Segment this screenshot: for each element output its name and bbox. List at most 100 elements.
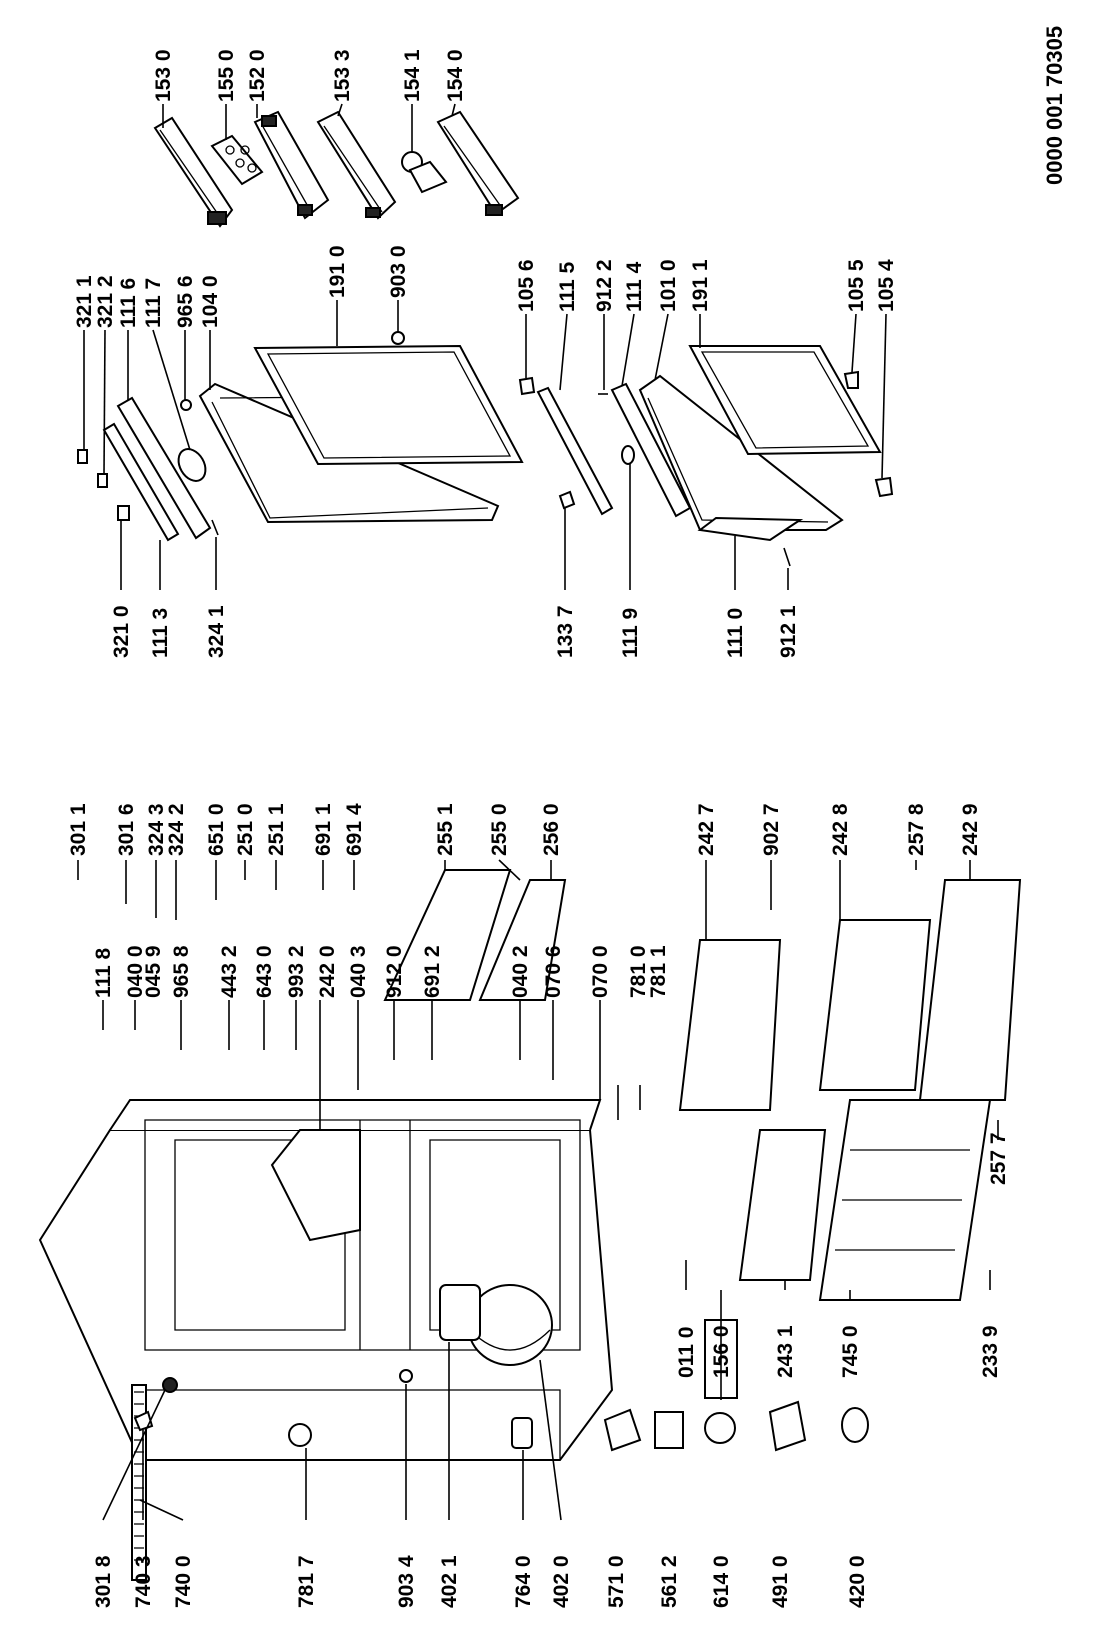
label-4200: 420 0 bbox=[846, 1555, 869, 1608]
hinge-1056 bbox=[518, 376, 536, 396]
label-7810: 781 0 bbox=[627, 945, 650, 998]
compressor-cover-4021 bbox=[439, 1284, 481, 1341]
door-shelf-1533 bbox=[316, 110, 397, 220]
label-6912: 691 2 bbox=[421, 945, 444, 998]
label-9656: 965 6 bbox=[174, 275, 197, 328]
label-3011: 301 1 bbox=[67, 803, 90, 856]
label-1110: 111 0 bbox=[724, 608, 747, 658]
label-2511: 251 1 bbox=[265, 803, 288, 856]
label-7450: 745 0 bbox=[839, 1325, 862, 1378]
door-shelf-1540 bbox=[436, 110, 520, 216]
crisper-2427 bbox=[678, 939, 782, 1111]
label-9122: 912 2 bbox=[593, 259, 616, 312]
label-1055: 105 5 bbox=[845, 259, 868, 312]
label-1114: 111 4 bbox=[623, 261, 646, 312]
label-6914: 691 4 bbox=[343, 803, 366, 856]
label-1118: 111 8 bbox=[92, 947, 115, 998]
part-6140 bbox=[704, 1412, 736, 1444]
hinge-cap-3210 bbox=[117, 505, 130, 521]
door-trim-1116 bbox=[116, 396, 212, 540]
label-0402: 040 2 bbox=[509, 945, 532, 998]
label-1054: 105 4 bbox=[875, 259, 898, 312]
egg-tray-1550 bbox=[210, 134, 264, 186]
label-6430: 643 0 bbox=[253, 945, 276, 998]
label-3016: 301 6 bbox=[115, 803, 138, 856]
label-3242: 324 2 bbox=[165, 803, 188, 856]
label-4020: 402 0 bbox=[550, 1555, 573, 1608]
label-4910: 491 0 bbox=[769, 1555, 792, 1608]
label-1117: 111 7 bbox=[142, 278, 165, 328]
label-9121: 912 1 bbox=[777, 605, 800, 658]
screw-9121 bbox=[783, 547, 791, 567]
label-6911: 691 1 bbox=[312, 803, 335, 856]
label-2550: 255 0 bbox=[488, 803, 511, 856]
label-9932: 993 2 bbox=[285, 945, 308, 998]
hinge-cap-3212 bbox=[97, 473, 108, 488]
crisper-cover-2431 bbox=[738, 1129, 827, 1281]
label-9034: 903 4 bbox=[395, 1555, 418, 1608]
label-4432: 443 2 bbox=[218, 945, 241, 998]
part-5612 bbox=[654, 1411, 684, 1449]
part-labels: 153 0 155 0 152 0 153 3 154 1 154 0 321 … bbox=[67, 49, 1010, 1608]
label-6510: 651 0 bbox=[205, 803, 228, 856]
label-0400: 040 0 bbox=[124, 945, 147, 998]
label-1560: 156 0 bbox=[710, 1325, 733, 1378]
part-4200 bbox=[841, 1407, 869, 1443]
label-1541: 154 1 bbox=[401, 49, 424, 102]
label-4021: 402 1 bbox=[438, 1555, 461, 1608]
label-2431: 243 1 bbox=[774, 1325, 797, 1378]
badge-1119 bbox=[621, 445, 635, 465]
label-2578: 257 8 bbox=[905, 803, 928, 856]
screw-9034 bbox=[399, 1369, 413, 1383]
label-1540: 154 0 bbox=[444, 49, 467, 102]
label-0459: 045 9 bbox=[142, 945, 165, 998]
gasket-1911 bbox=[688, 345, 882, 456]
label-7403: 740 3 bbox=[132, 1555, 155, 1608]
door-trim-1110 bbox=[697, 516, 804, 542]
label-9030: 903 0 bbox=[387, 245, 410, 298]
part-4910 bbox=[768, 1400, 807, 1452]
leader-lines bbox=[77, 103, 999, 1521]
drawings bbox=[38, 110, 1022, 1581]
label-9120: 912 0 bbox=[383, 945, 406, 998]
label-0700: 070 0 bbox=[589, 945, 612, 998]
label-9027: 902 7 bbox=[760, 803, 783, 856]
label-7400: 740 0 bbox=[172, 1555, 195, 1608]
label-6140: 614 0 bbox=[710, 1555, 733, 1608]
part-5710 bbox=[603, 1408, 642, 1452]
label-9658: 965 8 bbox=[170, 945, 193, 998]
label-7640: 764 0 bbox=[512, 1555, 535, 1608]
label-1115: 111 5 bbox=[556, 261, 579, 312]
label-2551: 255 1 bbox=[434, 803, 457, 856]
drawer-2420 bbox=[270, 1129, 361, 1242]
label-3241: 324 1 bbox=[205, 605, 228, 658]
screw-9030 bbox=[391, 331, 405, 345]
label-2420: 242 0 bbox=[316, 945, 339, 998]
wire-shelves-7450 bbox=[818, 1099, 992, 1301]
crisper-2428 bbox=[818, 919, 932, 1091]
label-2560: 256 0 bbox=[540, 803, 563, 856]
label-1530: 153 0 bbox=[152, 49, 175, 102]
label-2429: 242 9 bbox=[959, 803, 982, 856]
holder-1541 bbox=[401, 151, 448, 194]
label-1056: 105 6 bbox=[515, 259, 538, 312]
label-0110: 011 0 bbox=[675, 1327, 698, 1378]
plug-9656 bbox=[180, 399, 192, 411]
label-1119: 111 9 bbox=[619, 608, 642, 658]
label-1113: 111 3 bbox=[149, 608, 172, 658]
label-3018: 301 8 bbox=[92, 1555, 115, 1608]
hinge-1055 bbox=[843, 370, 859, 389]
label-7817: 781 7 bbox=[295, 1555, 318, 1608]
filter-drier-7640 bbox=[511, 1417, 533, 1449]
label-1911: 191 1 bbox=[689, 259, 712, 312]
label-1533: 153 3 bbox=[331, 49, 354, 102]
hinge-pin-3241 bbox=[211, 519, 219, 536]
hinge-cap-3211 bbox=[77, 449, 88, 464]
label-1520: 152 0 bbox=[246, 49, 269, 102]
document-number: 0000 001 70305 bbox=[1042, 26, 1067, 185]
shelf-2550 bbox=[478, 879, 567, 1001]
crisper-2429 bbox=[918, 879, 1022, 1101]
door-shelf-1520 bbox=[253, 110, 330, 220]
